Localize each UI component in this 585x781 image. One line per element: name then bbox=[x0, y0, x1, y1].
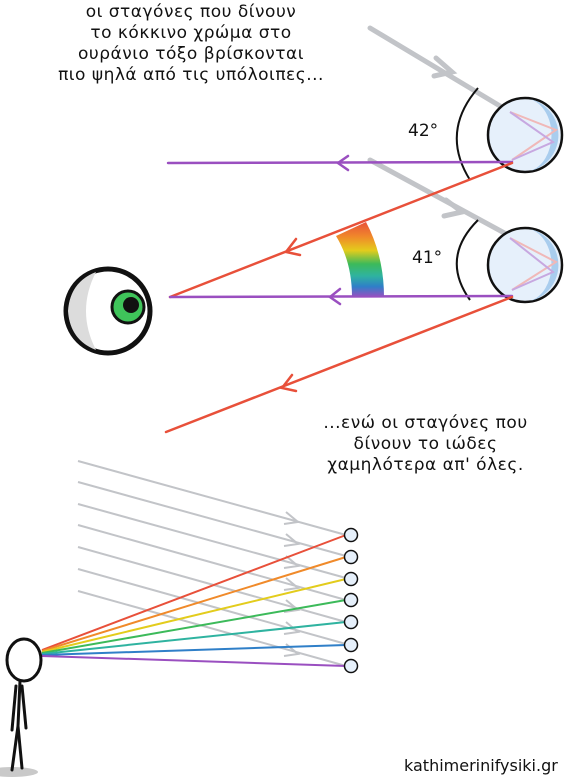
small-raindrops bbox=[343, 527, 359, 674]
raindrop-lower bbox=[486, 226, 564, 304]
caption-bottom-line: ...ενώ οι σταγόνες που bbox=[323, 413, 528, 433]
caption-top: οι σταγόνες που δίνουν το κόκκινο χρώμα … bbox=[6, 2, 376, 86]
exit-rays bbox=[164, 154, 514, 434]
spectrum-rays bbox=[41, 534, 347, 667]
angle-arc-41 bbox=[455, 219, 479, 301]
angle-label-red: 42° bbox=[408, 121, 439, 141]
rainbow-arc bbox=[336, 222, 384, 297]
observer-figure bbox=[0, 637, 43, 777]
angle-label-violet: 41° bbox=[412, 248, 443, 268]
sunlight-rays-top bbox=[367, 25, 513, 239]
caption-top-line: το κόκκινο χρώμα στο bbox=[90, 23, 292, 43]
caption-top-line: πιο ψηλά από τις υπόλοιπες... bbox=[58, 65, 324, 85]
caption-bottom-line: χαμηλότερα απ' όλες. bbox=[327, 455, 524, 475]
angle-arc-42 bbox=[455, 87, 479, 181]
eye-icon bbox=[63, 266, 153, 356]
sunlight-rays-bottom bbox=[77, 460, 347, 667]
caption-top-line: ουράνιο τόξο βρίσκονται bbox=[78, 44, 304, 64]
caption-bottom: ...ενώ οι σταγόνες που δίνουν το ιώδες χ… bbox=[268, 413, 583, 476]
raindrop-upper bbox=[486, 96, 564, 174]
caption-top-line: οι σταγόνες που δίνουν bbox=[85, 2, 297, 22]
site-credit: kathimerinifysiki.gr bbox=[404, 756, 558, 775]
caption-bottom-line: δίνουν το ιώδες bbox=[353, 434, 498, 454]
